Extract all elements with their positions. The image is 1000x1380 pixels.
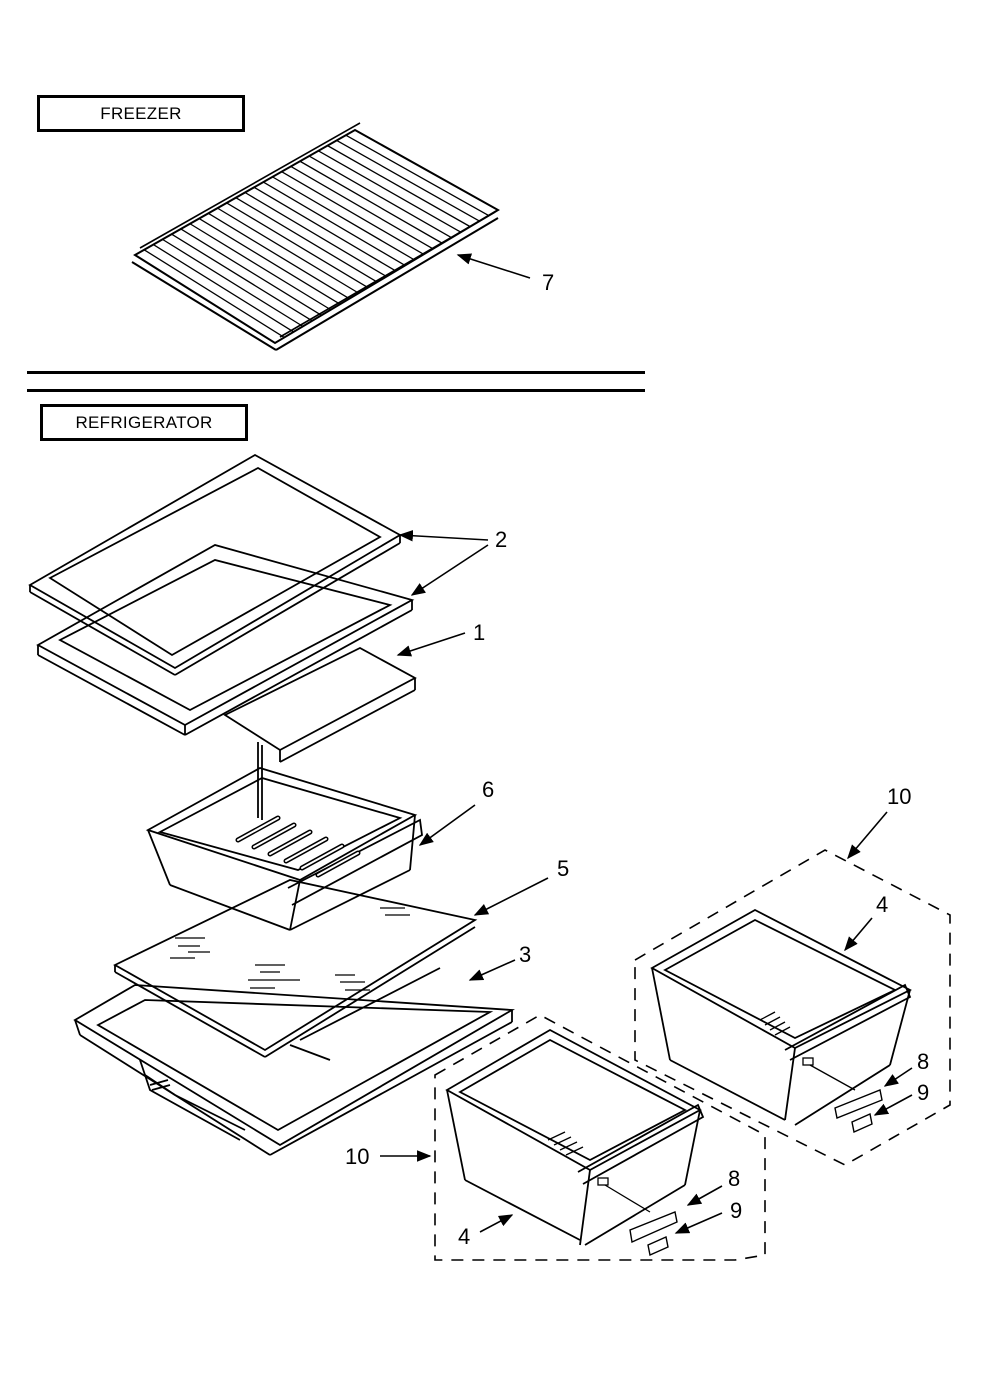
callout-7: 7 xyxy=(542,270,554,295)
wire-rod xyxy=(299,160,443,244)
wire-rod xyxy=(345,134,490,217)
wire-rod xyxy=(244,191,387,278)
refrigerator-section-label: REFRIGERATOR xyxy=(40,404,248,441)
wire-rod xyxy=(290,165,434,250)
callout-1: 1 xyxy=(473,620,485,645)
callout-4-left: 4 xyxy=(458,1224,470,1249)
wire-rod xyxy=(336,139,480,222)
freezer-section-label: FREEZER xyxy=(37,95,245,132)
crisper-cover-frame xyxy=(73,967,515,1156)
wire-rod xyxy=(272,176,415,261)
wire-rod xyxy=(318,150,462,233)
wire-rod xyxy=(207,212,350,300)
callout-2: 2 xyxy=(495,527,507,552)
callout-8-right: 8 xyxy=(917,1049,929,1074)
callout-10-left: 10 xyxy=(345,1144,369,1169)
meat-pan-slot xyxy=(317,852,359,876)
callout-9-left: 9 xyxy=(730,1198,742,1223)
meat-pan-slot xyxy=(285,838,327,862)
meat-pan-slot xyxy=(237,817,279,841)
wire-rod xyxy=(263,181,406,266)
crisper-drawer-right xyxy=(650,908,912,1133)
freezer-label-text: FREEZER xyxy=(100,103,182,123)
callout-5: 5 xyxy=(557,856,569,881)
meat-pan-slot xyxy=(253,824,295,848)
glass-shelf-frame xyxy=(36,544,415,736)
section-divider-top xyxy=(27,371,645,374)
wire-rod xyxy=(308,155,452,239)
wire-rod xyxy=(198,217,341,305)
section-divider-bottom xyxy=(27,389,645,392)
crisper-frame xyxy=(223,646,417,820)
callout-6: 6 xyxy=(482,777,494,802)
callout-3: 3 xyxy=(519,942,531,967)
freezer-wire-shelf xyxy=(131,122,500,351)
callout-10-right: 10 xyxy=(887,784,911,809)
wire-rod xyxy=(171,233,313,322)
wire-rod xyxy=(281,171,424,255)
wire-rod xyxy=(152,244,294,333)
callout-8-left: 8 xyxy=(728,1166,740,1191)
wire-rod xyxy=(134,254,276,344)
meat-pan-slot xyxy=(269,831,311,855)
glass-shelf-top xyxy=(28,453,402,676)
wire-rod xyxy=(235,197,378,283)
wire-rod xyxy=(253,186,397,272)
crisper-drawer-left xyxy=(445,1028,705,1256)
crisper-assembly-right xyxy=(634,849,951,1166)
wire-rod xyxy=(180,228,322,316)
callout-4-right: 4 xyxy=(876,892,888,917)
wire-rod xyxy=(143,249,285,339)
wire-rod xyxy=(217,207,359,294)
wire-rod xyxy=(162,238,304,327)
wire-rod xyxy=(189,223,332,311)
wire-rod xyxy=(327,145,471,228)
leader-lines xyxy=(380,253,913,1234)
crisper-assembly-left xyxy=(434,1014,766,1261)
wire-rod xyxy=(354,129,499,211)
meat-pan-slot xyxy=(301,845,343,869)
meat-pan-drawer xyxy=(145,767,423,931)
refrigerator-label-text: REFRIGERATOR xyxy=(75,412,213,432)
callout-9-right: 9 xyxy=(917,1080,929,1105)
wire-rod xyxy=(226,202,369,289)
